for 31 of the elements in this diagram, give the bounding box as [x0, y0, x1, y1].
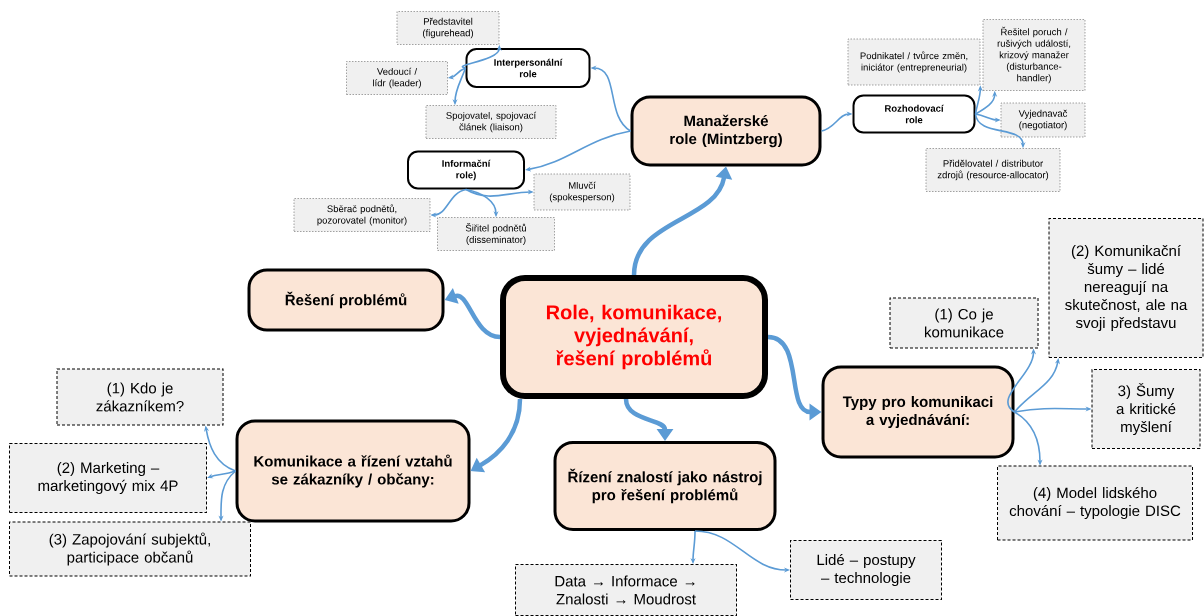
- branch-box: Manažerské role (Mintzberg): [630, 95, 822, 167]
- note-box: Představitel (figurehead): [396, 11, 500, 45]
- note-box: (1) Kdo je zákazníkem?: [56, 368, 224, 426]
- note-box: Vedoucí / lídr (leader): [346, 61, 448, 95]
- note-box: Lidé – postupy – technologie: [790, 540, 942, 600]
- note-box: (3) Zapojování subjektů, participace občanů: [9, 521, 251, 577]
- note-box: Sběrač podnětů, pozorovatel (monitor): [293, 198, 431, 232]
- note-box: Řešitel poruch / rušivých událostí, krizový manažer (disturbance-handler): [982, 19, 1086, 91]
- branch-box: Řešení problémů: [247, 268, 445, 332]
- note-box: (1) Co je komunikace: [889, 297, 1039, 349]
- role-box: Informační role): [407, 150, 525, 190]
- note-box: Vyjednavač (negotiator): [1000, 102, 1086, 138]
- arrow: [1013, 358, 1060, 413]
- note-box: (2) Komunikační šumy – lidé nereagují na skutečnost, ale na svoji představu: [1048, 218, 1204, 358]
- note-box: (4) Model lidského chování – typologie DISC: [997, 465, 1193, 541]
- arrow: [207, 470, 237, 479]
- note-box: (2) Marketing – marketingový mix 4P: [9, 443, 207, 513]
- note-box: Spojovatel, spojovací článek (liaison): [425, 105, 557, 139]
- note-box: 3) Šumy a kritické myšlení: [1091, 369, 1201, 449]
- branch-box: Řízení znalostí jako nástroj pro řešení problémů: [553, 441, 777, 531]
- note-box: Mluvčí (spokesperson): [533, 173, 631, 211]
- role-box: Interpersonální role: [465, 48, 591, 88]
- note-box: Šiřitel podnětů (disseminator): [437, 217, 555, 251]
- role-box: Rozhodovací role: [852, 94, 976, 134]
- topic-box: Role, komunikace, vyjednávání, řešení problémů: [500, 275, 768, 399]
- arrow: [525, 130, 632, 172]
- branch-box: Komunikace a řízení vztahů se zákazníky / občany:: [235, 419, 471, 523]
- note-box: Podnikatel / tvůrce změn, iniciátor (entrepreneurial): [847, 38, 981, 86]
- note-box: Přidělovatel / distributor zdrojů (resource-allocator): [925, 148, 1061, 192]
- note-box: Data → Informace → Znalosti → Moudrost: [515, 564, 737, 616]
- branch-box: Typy pro komunikaci a vyjednávání:: [821, 365, 1015, 459]
